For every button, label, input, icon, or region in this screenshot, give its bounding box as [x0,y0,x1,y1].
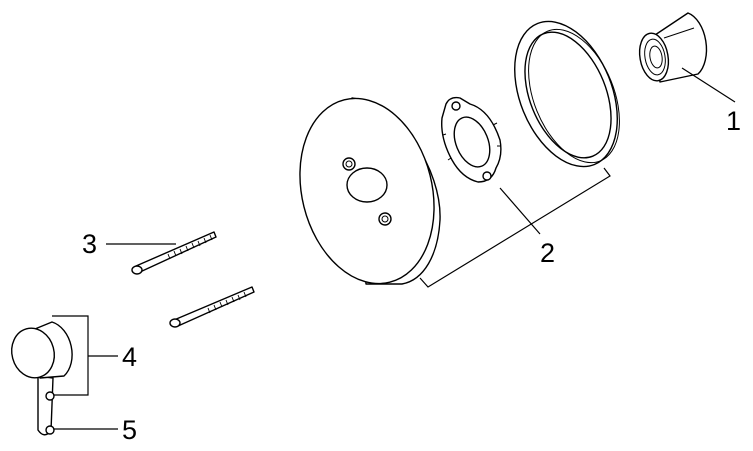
callout-2: 2 [540,238,555,268]
part-mounting-plate [441,96,502,183]
part-set-screw [45,391,55,435]
callout-3: 3 [82,229,97,259]
part-lever-handle [11,321,73,436]
part-cartridge-sleeve [638,12,708,83]
part-seal-ring [514,20,620,168]
leader-lines [52,67,736,430]
part-screw-upper [131,231,217,275]
part-screw-lower [169,286,255,328]
part-escutcheon-plate [299,97,441,285]
callout-5: 5 [122,415,137,445]
callout-4: 4 [122,342,137,372]
callout-1: 1 [726,106,741,136]
